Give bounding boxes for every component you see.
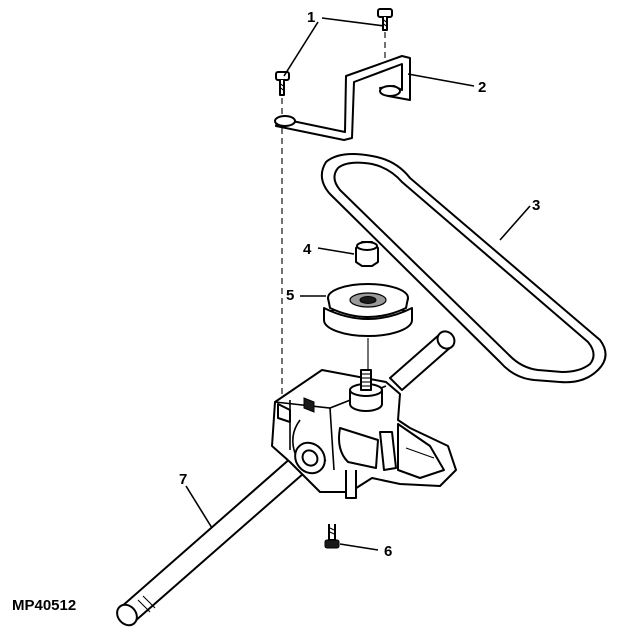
pulley	[323, 283, 413, 337]
screw-top-right	[377, 8, 393, 31]
axle	[116, 330, 456, 627]
callout-4: 4	[303, 241, 312, 258]
leader-lines	[185, 17, 531, 551]
screw-top-left	[275, 71, 290, 96]
transmission	[271, 369, 457, 499]
callout-7: 7	[179, 471, 187, 488]
bracket	[274, 55, 411, 141]
callout-6: 6	[384, 543, 392, 560]
drive-belt	[320, 153, 607, 384]
screw-bottom	[324, 524, 340, 549]
callout-5: 5	[286, 287, 294, 304]
callout-1: 1	[307, 9, 315, 26]
callout-3: 3	[532, 197, 540, 214]
figure-code: MP40512	[12, 597, 76, 614]
nut	[355, 241, 379, 267]
callout-2: 2	[478, 79, 486, 96]
